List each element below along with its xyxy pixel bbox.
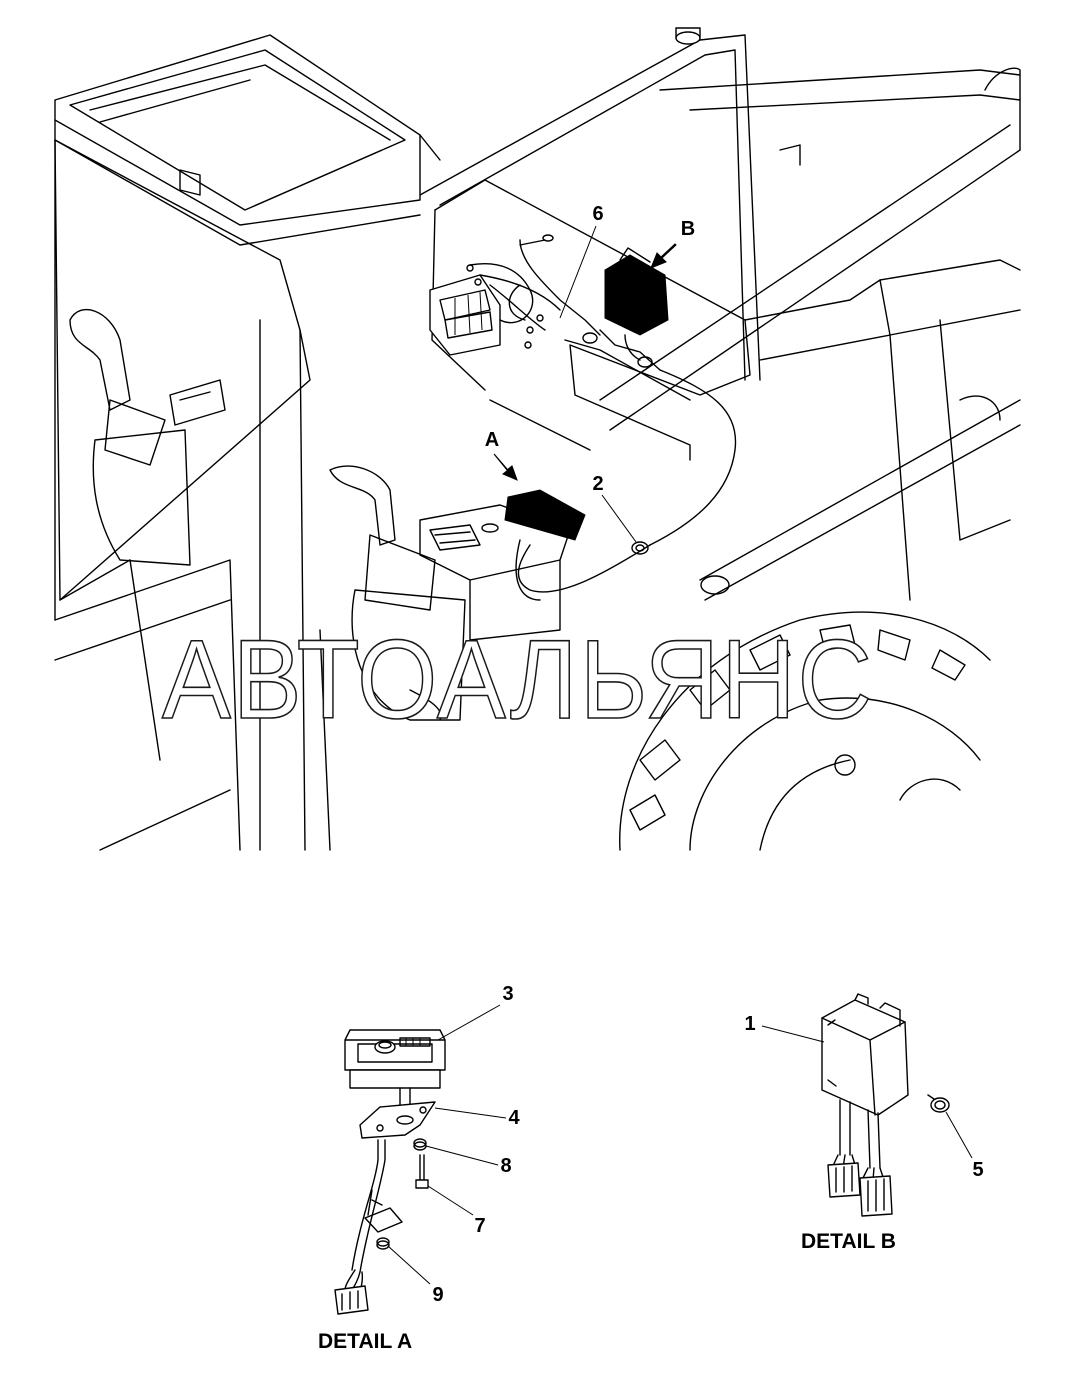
display-module-a [504,489,586,541]
nut-9 [376,1237,390,1250]
rear-grille [54,139,311,621]
wire-harness [466,234,737,593]
callout-8: 8 [500,1155,511,1177]
fuse-switch-box [429,274,501,356]
callout-b: B [681,218,695,240]
callout-2: 2 [592,473,603,495]
grommet-2-on-machine [631,541,649,555]
arrow-a [493,453,518,481]
right-joystick [329,465,466,721]
left-lower-body [54,559,331,851]
cab-roof [54,34,441,246]
mounting-plate-4 [359,1101,436,1139]
controller-module-b [604,247,669,336]
callout-5: 5 [972,1159,983,1181]
callout-a: A [485,429,499,451]
callout-7: 7 [474,1215,485,1237]
watermark: АВТОАЛЬЯНС [162,617,874,742]
leader-3 [437,1004,501,1041]
front-tire [619,611,991,851]
armrest-console [419,504,571,641]
connector-b2 [859,1175,893,1217]
left-joystick [69,309,226,566]
callout-6: 6 [592,203,603,225]
connector-a [334,1285,369,1315]
callout-4: 4 [508,1107,520,1129]
clip-5 [927,1094,950,1113]
controller-module-1 [821,993,909,1116]
harness-cable-a [344,1139,403,1291]
leader-9 [387,1245,431,1285]
right-frame [744,67,1021,601]
nut-8 [413,1138,427,1151]
leader-1 [761,1025,825,1043]
leader-2 [601,494,637,543]
roll-cage [179,27,1021,851]
connector-b1 [827,1162,861,1198]
callout-3: 3 [502,983,513,1005]
display-unit-3 [344,1029,446,1111]
detail-a-drawing [334,1029,446,1315]
leader-5 [945,1111,973,1159]
detail-a-label: DETAIL A [318,1330,412,1353]
leader-7 [427,1185,474,1216]
detail-b-label: DETAIL B [801,1230,896,1253]
leader-6 [559,225,597,319]
screw-7 [415,1154,429,1189]
callout-1: 1 [744,1013,755,1035]
mounting-panel [431,179,751,461]
leader-4 [434,1107,507,1119]
detail-b-drawing [821,993,950,1217]
leader-8 [425,1145,499,1166]
machine-overview [54,27,1021,851]
callout-9: 9 [432,1284,443,1306]
arrow-b [650,243,677,269]
